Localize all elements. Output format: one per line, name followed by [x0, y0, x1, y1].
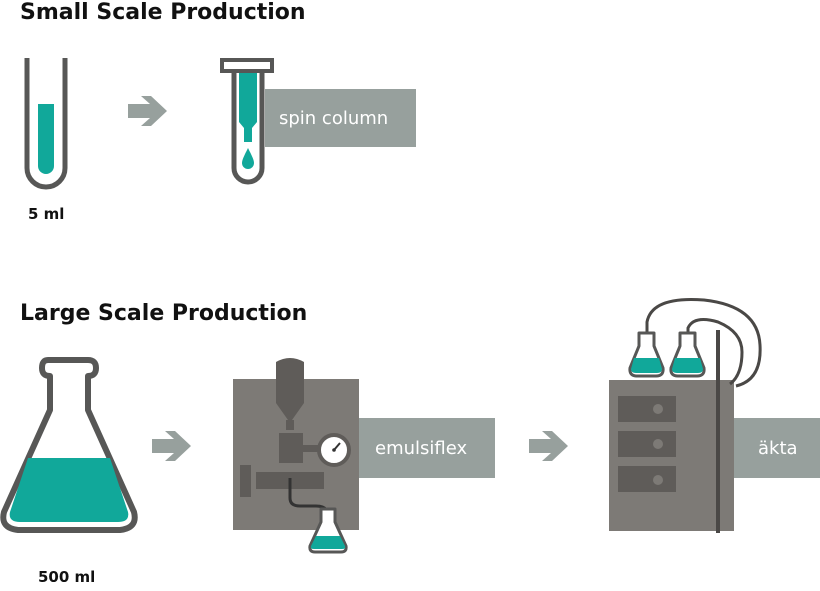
large-volume-label: 500 ml	[38, 568, 96, 586]
emulsiflex-label: emulsiflex	[359, 418, 495, 478]
akta-label-text: äkta	[758, 437, 798, 459]
large-scale-heading: Large Scale Production	[20, 301, 308, 326]
akta-label: äkta	[734, 418, 820, 478]
arrow-right-icon	[128, 96, 167, 126]
small-volume-label: 5 ml	[28, 205, 65, 223]
akta-machine-icon	[609, 297, 762, 533]
spin-column-label: spin column	[265, 89, 416, 147]
arrow-right-icon	[152, 431, 191, 461]
test-tube-icon	[24, 58, 68, 190]
erlenmeyer-flask-icon	[0, 357, 138, 533]
small-scale-heading: Small Scale Production	[20, 0, 306, 25]
emulsiflex-machine-icon	[233, 358, 359, 554]
spin-column-label-text: spin column	[279, 107, 389, 129]
arrow-right-icon	[529, 431, 568, 461]
emulsiflex-label-text: emulsiflex	[375, 437, 468, 459]
spin-column-icon	[220, 58, 274, 185]
